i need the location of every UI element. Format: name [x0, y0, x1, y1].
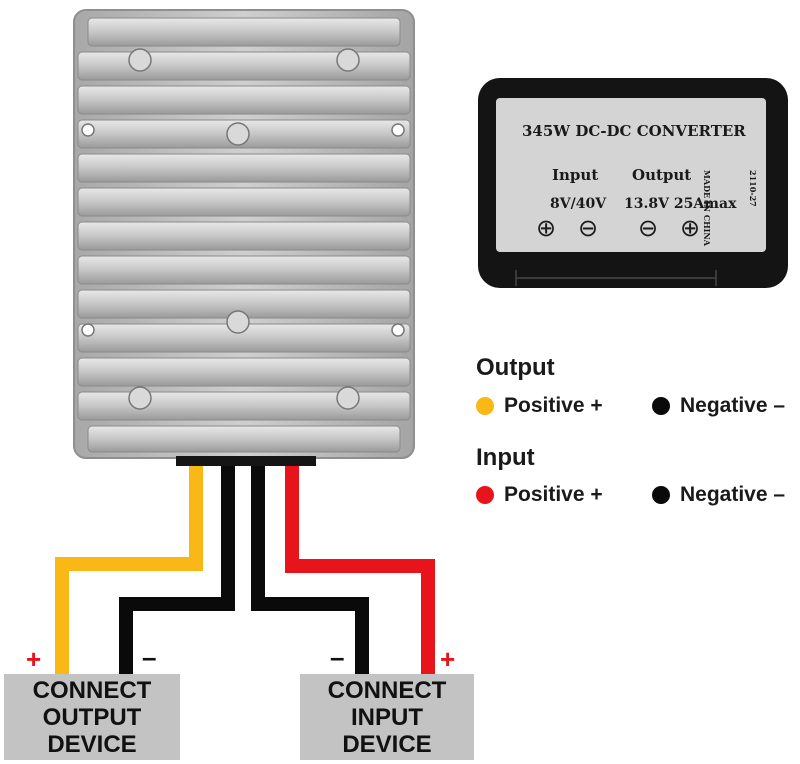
- output-positive-wire: [55, 466, 203, 676]
- label-output-heading: Output: [632, 166, 692, 184]
- input-negative-wire: [251, 466, 369, 676]
- input-plus-sign: +: [440, 644, 456, 674]
- output-plus-sign: +: [26, 644, 42, 674]
- yellow-dot-icon: [476, 397, 494, 415]
- cable-gland: [176, 456, 316, 466]
- label-plate: [478, 78, 788, 288]
- input-positive-terminal-icon: ⊕: [536, 214, 557, 242]
- connect-input-device-box: CONNECT INPUT DEVICE: [300, 674, 474, 760]
- legend-output-negative: Negative –: [652, 394, 785, 418]
- legend-input-negative-label: Negative –: [680, 483, 786, 506]
- input-device-line-1: CONNECT: [327, 676, 447, 704]
- input-minus-sign: –: [330, 642, 345, 672]
- label-output-spec: 13.8V 25Amax: [624, 196, 737, 212]
- label-input-heading: Input: [552, 166, 599, 184]
- legend-output-positive: Positive +: [476, 394, 603, 418]
- label-title: 345W DC-DC CONVERTER: [522, 122, 746, 140]
- legend-input-positive-label: Positive +: [504, 483, 603, 506]
- legend-input-positive: Positive +: [476, 483, 603, 507]
- output-negative-wire: [119, 466, 235, 676]
- output-device-line-3: DEVICE: [47, 730, 137, 758]
- label-made-in: MADE IN CHINA: [702, 170, 712, 246]
- output-negative-terminal-icon: ⊖: [638, 214, 659, 242]
- red-dot-icon: [476, 486, 494, 504]
- output-device-line-2: OUTPUT: [42, 703, 142, 731]
- label-input-voltage: 8V/40V: [550, 196, 607, 212]
- connect-output-device-box: CONNECT OUTPUT DEVICE: [4, 674, 180, 760]
- legend-output-positive-label: Positive +: [504, 394, 603, 417]
- converter-housing: [73, 9, 415, 459]
- input-device-line-2: INPUT: [351, 703, 423, 731]
- legend-input-negative: Negative –: [652, 483, 785, 507]
- mounting-screws: [128, 48, 360, 410]
- output-positive-terminal-icon: ⊕: [680, 214, 701, 242]
- label-date-code: 2110-27: [748, 170, 758, 207]
- black-dot-icon: [652, 486, 670, 504]
- output-minus-sign: –: [142, 642, 157, 672]
- black-dot-icon: [652, 397, 670, 415]
- legend-output-title: Output: [476, 354, 555, 381]
- heatsink-fins: [77, 17, 411, 453]
- legend-output-negative-label: Negative –: [680, 394, 786, 417]
- output-device-line-1: CONNECT: [32, 676, 152, 704]
- input-positive-wire: [285, 466, 435, 676]
- input-device-line-3: DEVICE: [342, 730, 432, 758]
- input-negative-terminal-icon: ⊖: [578, 214, 599, 242]
- mounting-holes: [81, 123, 405, 337]
- legend-input-title: Input: [476, 444, 535, 471]
